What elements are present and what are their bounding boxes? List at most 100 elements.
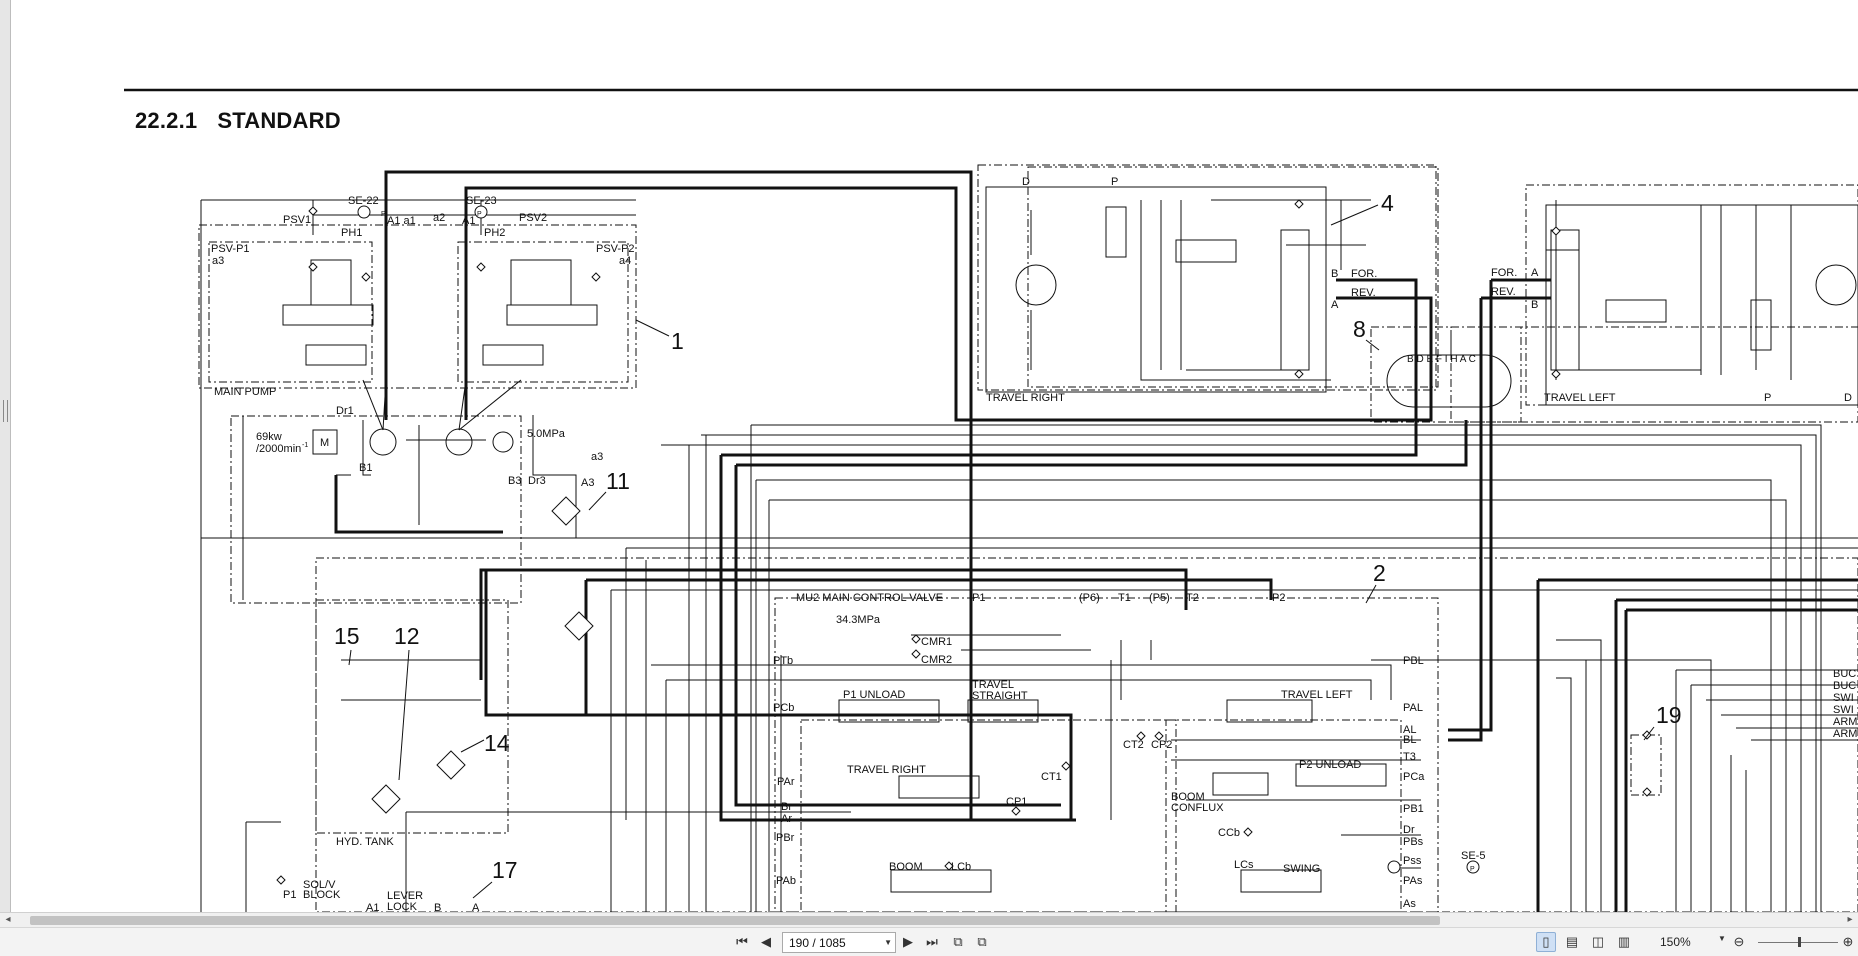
label-b1: B1 <box>359 462 372 474</box>
document-viewer[interactable]: P P P SE-22 SE-23 PSV1 PSV2 A1 a1 a2 A1 … <box>0 0 1858 912</box>
label-engine: 69kw <box>256 431 282 443</box>
label-swi-1: SWI <box>1833 692 1854 704</box>
label-ar: Ar <box>781 813 792 825</box>
swivel-frame <box>1370 326 1522 423</box>
label-pal: PAL <box>1403 702 1423 714</box>
label-lock: LOCK <box>387 901 418 912</box>
next-page-icon[interactable]: ▶ <box>903 934 913 949</box>
navigation-toolbar: ⏮ ◀ ▼ ▶ ⏭ ⧉ ⧉ ▯ ▤ ◫ ▥ 150% ▼ ⊖ ⊕ <box>0 927 1858 956</box>
page-number-box[interactable]: ▼ <box>782 932 896 953</box>
label-swing: SWING <box>1283 863 1320 875</box>
label-pcb: PCb <box>773 702 794 714</box>
label-rpm: /2000min <box>256 443 301 455</box>
label-a3-port: A3 <box>581 477 594 489</box>
label-p-right: P <box>1111 176 1118 188</box>
label-psv-p1: PSV-P1 <box>211 243 250 255</box>
hydraulic-schematic: P P P SE-22 SE-23 PSV1 PSV2 A1 a1 a2 A1 … <box>124 88 1858 912</box>
label-pbr: PBr <box>776 832 795 844</box>
label-rev-left: REV. <box>1491 286 1516 298</box>
callout-8: 8 <box>1353 316 1366 342</box>
callout-1: 1 <box>671 328 684 354</box>
svg-text:P: P <box>477 211 482 218</box>
label-rpm-sup: -1 <box>302 442 308 449</box>
label-p6: (P6) <box>1079 592 1100 604</box>
se23-gauge <box>474 205 488 219</box>
label-bl: BL <box>1403 734 1416 746</box>
scroll-left-icon[interactable]: ◂ <box>5 914 11 925</box>
label-solv: SOL/V <box>303 879 336 891</box>
label-buc-2: BUC <box>1833 680 1856 692</box>
previous-view-icon[interactable]: ⧉ <box>953 934 963 949</box>
label-p-left: P <box>1764 392 1771 404</box>
label-a3-right: a3 <box>591 451 603 463</box>
engine-motor <box>312 429 338 455</box>
previous-page-icon[interactable]: ◀ <box>761 934 771 949</box>
label-pss: Pss <box>1403 855 1422 867</box>
label-dr3: Dr3 <box>528 475 546 487</box>
label-boom-conflux-2: CONFLUX <box>1171 802 1224 814</box>
scrollbar-thumb[interactable] <box>30 916 1440 925</box>
label-pressure-34: 34.3MPa <box>836 614 881 626</box>
label-d-right: D <box>1022 176 1030 188</box>
label-travel-straight-1: TRAVEL <box>972 679 1014 691</box>
zoom-dropdown-icon[interactable]: ▼ <box>1718 934 1726 943</box>
label-travel-straight-2: STRAIGHT <box>972 690 1028 702</box>
label-boom: BOOM <box>889 861 923 873</box>
section-title: STANDARD <box>217 108 341 133</box>
single-page-view-icon[interactable]: ▯ <box>1536 932 1556 952</box>
next-view-icon[interactable]: ⧉ <box>977 934 987 949</box>
label-b-left: B <box>1531 299 1538 311</box>
continuous-view-icon[interactable]: ▤ <box>1565 934 1579 949</box>
section-number: 22.2.1 <box>135 108 198 133</box>
label-a-left: A <box>1531 267 1539 279</box>
label-ph2: PH2 <box>484 227 505 239</box>
label-t3: T3 <box>1403 751 1416 763</box>
zoom-slider-thumb[interactable] <box>1798 937 1801 947</box>
callout-2: 2 <box>1373 560 1386 586</box>
navigation-pane-edge[interactable] <box>0 0 11 912</box>
label-lever: LEVER <box>387 890 423 902</box>
page-dropdown-icon[interactable]: ▼ <box>884 938 892 947</box>
label-psv2: PSV2 <box>519 212 547 224</box>
label-se23: SE-23 <box>466 195 497 207</box>
continuous-facing-view-icon[interactable]: ▥ <box>1617 934 1631 949</box>
label-a-right: A <box>1331 299 1339 311</box>
label-cp1: CP1 <box>1006 796 1027 808</box>
label-a1: A1 <box>462 215 475 227</box>
label-dr: Dr <box>1403 824 1415 836</box>
label-buc-1: BUC <box>1833 668 1856 680</box>
zoom-out-icon[interactable]: ⊖ <box>1733 934 1745 949</box>
horizontal-scrollbar[interactable]: ◂ ▸ <box>0 912 1858 927</box>
label-a2: a2 <box>433 212 445 224</box>
label-par: PAr <box>777 776 795 788</box>
label-swi-2: SWI <box>1833 704 1854 716</box>
page-number-input[interactable] <box>783 933 881 952</box>
label-pas: PAs <box>1403 875 1423 887</box>
last-page-icon[interactable]: ⏭ <box>926 934 938 949</box>
label-a1-block: A1 <box>366 902 379 912</box>
facing-view-icon[interactable]: ◫ <box>1591 934 1605 949</box>
label-for-left: FOR. <box>1491 267 1517 279</box>
zoom-level[interactable]: 150% <box>1660 935 1691 949</box>
scroll-right-icon[interactable]: ▸ <box>1847 914 1853 925</box>
label-swivel-ports: B D E F I H A C <box>1407 354 1476 365</box>
travel-right-frame <box>977 164 1437 391</box>
label-se5: SE-5 <box>1461 850 1485 862</box>
label-br: Br <box>781 801 792 813</box>
label-cmr1: CMR1 <box>921 636 952 648</box>
first-page-icon[interactable]: ⏮ <box>736 934 748 949</box>
label-p5: (P5) <box>1149 592 1170 604</box>
label-d-left: D <box>1844 392 1852 404</box>
label-as: As <box>1403 898 1416 910</box>
zoom-in-icon[interactable]: ⊕ <box>1842 934 1854 949</box>
label-lcs: LCs <box>1234 859 1254 871</box>
label-boom-conflux-1: BOOM <box>1171 791 1205 803</box>
label-pca: PCa <box>1403 771 1425 783</box>
callout-4: 4 <box>1381 190 1394 216</box>
label-pab: PAb <box>776 875 796 887</box>
callout-12: 12 <box>394 623 420 649</box>
label-travel-right-motor: TRAVEL RIGHT <box>986 392 1065 404</box>
label-p1-block: P1 <box>283 889 296 901</box>
splitter-grip[interactable] <box>3 400 8 422</box>
se22-gauge <box>357 205 371 219</box>
